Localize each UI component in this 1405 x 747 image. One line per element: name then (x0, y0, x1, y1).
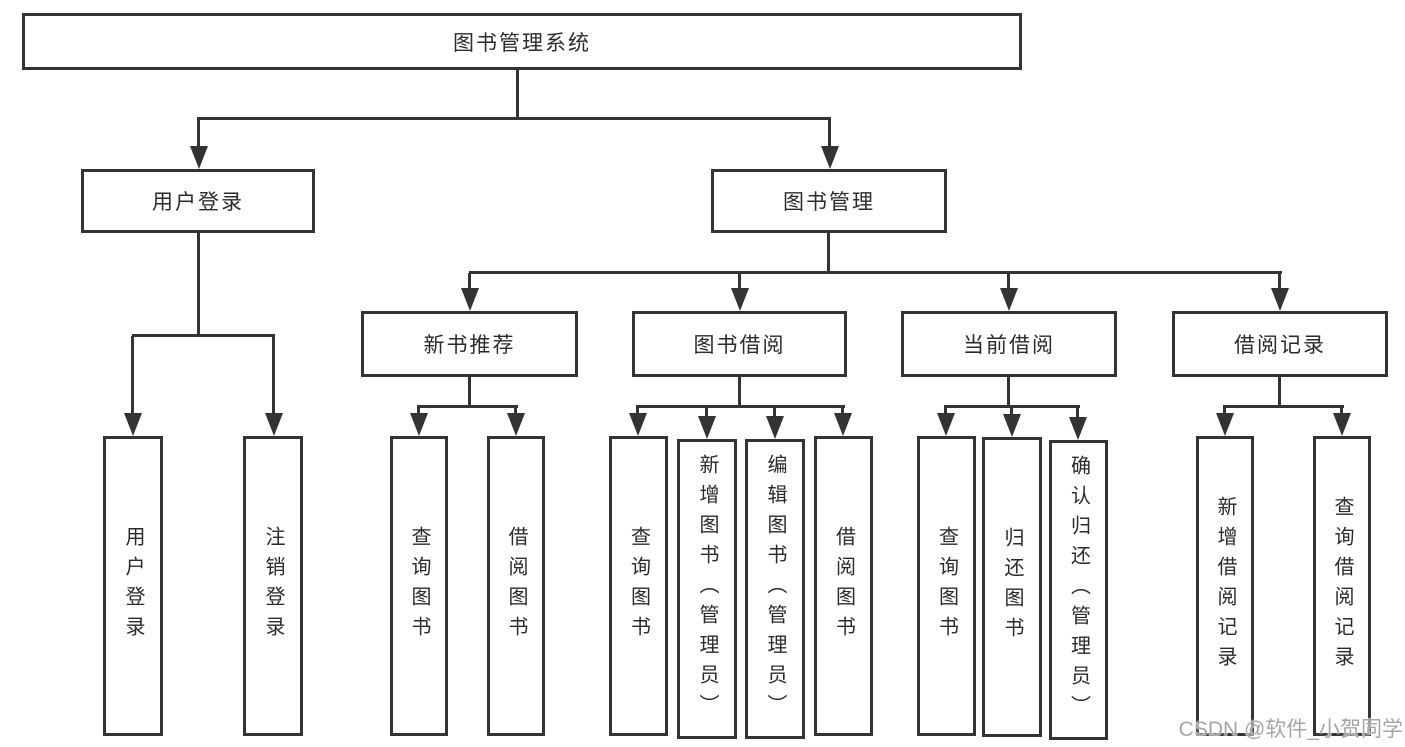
csdn-watermark: CSDN @软件_小贺同学 (1178, 718, 1403, 741)
node-new-book-recommend: 新书推荐 (361, 311, 578, 377)
arrow-into-rec-query (410, 413, 428, 436)
arrow-into-bor-query (629, 413, 647, 436)
connector-book-management-trunk (827, 233, 830, 273)
node-book-management: 图书管理 (711, 169, 947, 233)
leaf-recd-query-borrow-record: 查询借阅记录 (1313, 436, 1371, 736)
connector-root-trunk (516, 70, 519, 119)
node-borrow-records: 借阅记录 (1172, 311, 1388, 377)
connector-stem-bor-edit (773, 407, 776, 417)
arrow-into-bor-add (698, 416, 716, 439)
connector-stem-rec-borrow (514, 407, 517, 417)
arrow-into-user-login (190, 146, 208, 169)
connector-new-book-recommend-trunk (468, 377, 471, 407)
arrow-into-new-book-recommend (461, 288, 479, 311)
leaf-user-login: 用户登录 (103, 436, 163, 736)
connector-stem-leaf-user-login (131, 336, 134, 416)
leaf-bor-add-books-admin: 新增图书（管理员） (677, 439, 737, 739)
arrow-into-recd-add (1216, 413, 1234, 436)
arrow-into-current-borrow (1000, 288, 1018, 311)
leaf-recd-add-borrow-record-label: 新增借阅记录 (1214, 496, 1236, 676)
node-book-borrow-label: 图书借阅 (693, 334, 786, 357)
arrow-into-leaf-logout (265, 413, 283, 436)
connector-stem-book-management (828, 119, 831, 149)
leaf-bor-add-books-admin-label: 新增图书（管理员） (696, 454, 718, 724)
arrow-into-rec-borrow (507, 413, 525, 436)
connector-stem-current-borrow (1007, 273, 1010, 290)
arrow-into-cur-return (1003, 414, 1021, 437)
node-book-borrow: 图书借阅 (632, 311, 847, 377)
leaf-bor-edit-books-admin: 编辑图书（管理员） (745, 439, 805, 739)
connector-stem-borrow-records (1278, 273, 1281, 290)
connector-sections-bar (469, 271, 1282, 274)
arrow-into-cur-confirm (1069, 417, 1087, 440)
leaf-bor-borrow-books-label: 借阅图书 (832, 526, 855, 646)
arrow-into-bor-borrow (834, 413, 852, 436)
node-current-borrow-label: 当前借阅 (963, 334, 1055, 357)
connector-stem-book-borrow (738, 273, 741, 290)
leaf-bor-borrow-books: 借阅图书 (814, 436, 873, 736)
leaf-rec-query-books: 查询图书 (390, 436, 448, 736)
connector-stem-cur-query (944, 407, 947, 417)
node-borrow-records-label: 借阅记录 (1234, 334, 1326, 357)
arrow-into-bor-edit (766, 416, 784, 439)
connector-stem-rec-query (417, 407, 420, 417)
connector-borrow-records-bar (1223, 405, 1344, 408)
arrow-into-book-borrow (731, 288, 749, 311)
arrow-into-leaf-user-login (124, 413, 142, 436)
leaf-recd-query-borrow-record-label: 查询借阅记录 (1331, 496, 1353, 676)
leaf-rec-borrow-books: 借阅图书 (487, 436, 545, 736)
connector-stem-recd-add (1223, 407, 1226, 417)
node-new-book-recommend-label: 新书推荐 (423, 334, 516, 357)
leaf-bor-query-books-label: 查询图书 (627, 526, 650, 646)
connector-stem-bor-query (636, 407, 639, 417)
leaf-cur-query-books-label: 查询图书 (935, 526, 958, 646)
connector-user-login-bar (132, 334, 275, 337)
leaf-recd-add-borrow-record: 新增借阅记录 (1196, 436, 1254, 736)
connector-book-borrow-bar (636, 405, 845, 408)
leaf-bor-edit-books-admin-label: 编辑图书（管理员） (764, 454, 786, 724)
connector-user-login-trunk (197, 233, 200, 336)
leaf-logout-login: 注销登录 (243, 436, 303, 736)
node-current-borrow: 当前借阅 (901, 311, 1117, 377)
connector-stem-bor-borrow (841, 407, 844, 417)
connector-current-borrow-trunk (1007, 377, 1010, 407)
node-user-login-label: 用户登录 (152, 191, 244, 214)
arrow-into-book-management (821, 146, 839, 169)
node-root-label: 图书管理系统 (453, 31, 591, 55)
leaf-cur-return-books-label: 归还图书 (1001, 527, 1023, 647)
leaf-rec-borrow-books-label: 借阅图书 (505, 526, 527, 646)
connector-stem-recd-query (1340, 407, 1343, 417)
leaf-user-login-label: 用户登录 (122, 526, 144, 646)
arrow-into-cur-query (937, 413, 955, 436)
node-book-management-label: 图书管理 (783, 191, 875, 214)
connector-level2-bar (197, 117, 831, 120)
leaf-cur-confirm-return-admin: 确认归还（管理员） (1049, 440, 1108, 740)
connector-new-book-recommend-bar (417, 405, 518, 408)
leaf-cur-query-books: 查询图书 (917, 436, 976, 736)
connector-stem-bor-add (705, 407, 708, 417)
leaf-cur-return-books: 归还图书 (982, 437, 1042, 737)
connector-current-borrow-bar (944, 405, 1080, 408)
connector-stem-leaf-logout (272, 336, 275, 416)
connector-stem-user-login (197, 119, 200, 149)
connector-book-borrow-trunk (738, 377, 741, 407)
leaf-cur-confirm-return-admin-label: 确认归还（管理员） (1067, 455, 1090, 725)
arrow-into-recd-query (1333, 413, 1351, 436)
connector-stem-cur-return (1010, 407, 1013, 417)
connector-borrow-records-trunk (1278, 377, 1281, 407)
leaf-rec-query-books-label: 查询图书 (408, 526, 430, 646)
connector-stem-new-book-recommend (468, 273, 471, 290)
connector-stem-cur-confirm (1076, 407, 1079, 417)
node-user-login: 用户登录 (81, 169, 315, 233)
leaf-bor-query-books: 查询图书 (609, 436, 668, 736)
leaf-logout-login-label: 注销登录 (262, 526, 284, 646)
node-root: 图书管理系统 (22, 13, 1022, 70)
arrow-into-borrow-records (1271, 288, 1289, 311)
